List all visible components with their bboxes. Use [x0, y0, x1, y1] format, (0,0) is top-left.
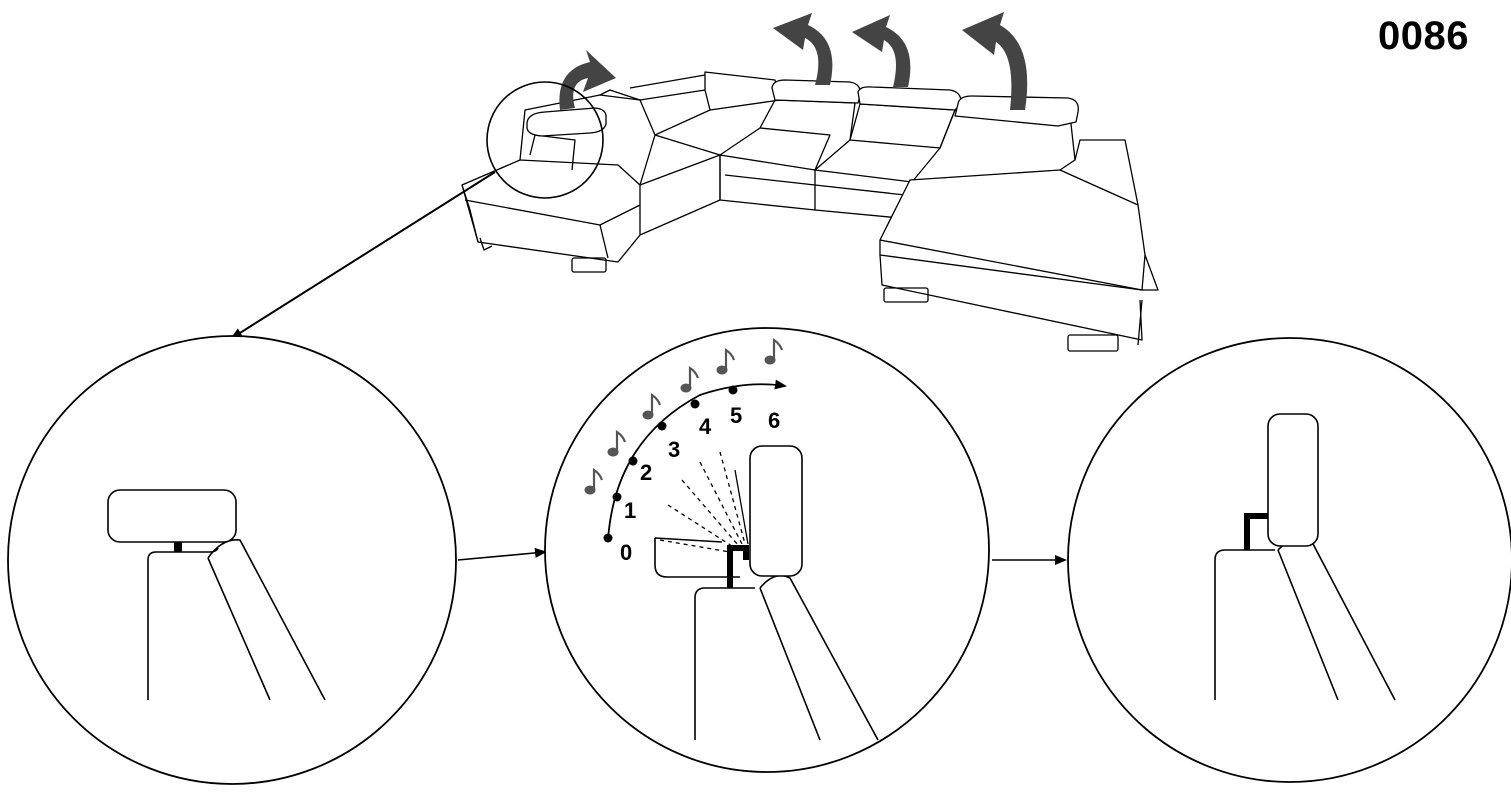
music-note-icon [607, 429, 627, 457]
step1-detail [7, 335, 457, 785]
diagram-code: 0086 [1378, 14, 1469, 58]
music-note-icon [680, 365, 700, 393]
notch-label: 0 [620, 540, 632, 565]
detail-circle [486, 81, 604, 199]
curved-arrow-icon [559, 50, 616, 110]
music-note-icon [716, 347, 736, 375]
curved-arrow-icon [773, 13, 833, 85]
music-note-icon [764, 337, 784, 365]
notch-labels: 0 1 2 3 4 5 6 [620, 403, 780, 565]
curved-arrow-icon [962, 12, 1028, 110]
notch-label: 4 [699, 414, 712, 439]
music-note-icon [584, 467, 604, 495]
sofa-illustration [461, 71, 1159, 352]
step3-detail [1067, 337, 1511, 783]
notch-label: 5 [730, 403, 742, 428]
arrow-icon [457, 547, 547, 561]
notch-label: 6 [768, 408, 780, 433]
curved-arrow-icon [852, 15, 911, 87]
notch-label: 1 [624, 498, 636, 523]
step2-detail [544, 327, 990, 773]
notch-label: 3 [668, 437, 680, 462]
arrow-icon [230, 171, 496, 340]
music-note-icon [642, 392, 662, 420]
notch-label: 2 [640, 460, 652, 485]
